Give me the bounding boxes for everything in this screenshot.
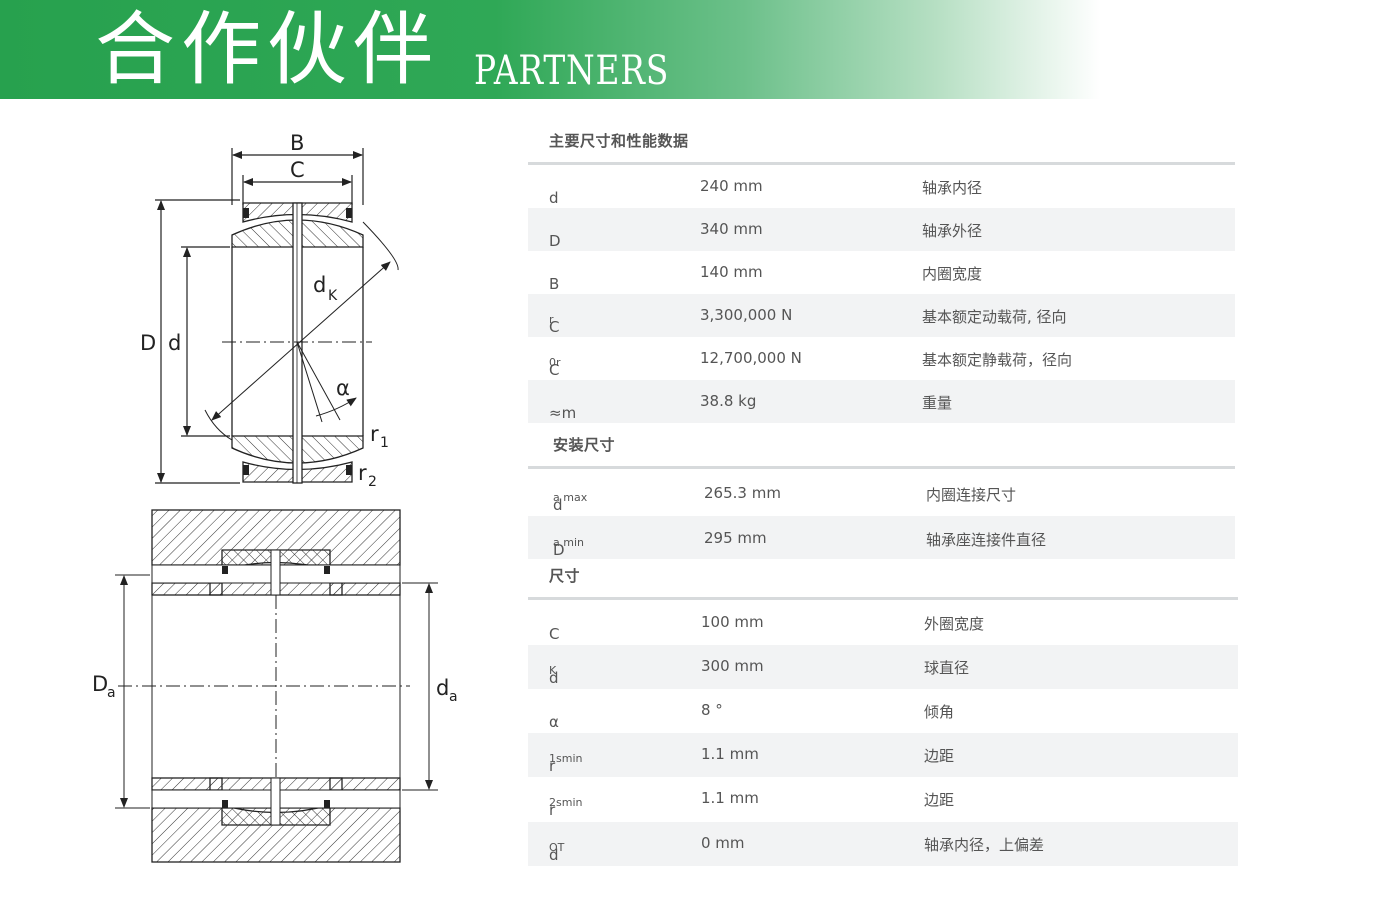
row-value: 240 mm	[700, 177, 763, 195]
row-symbol: r	[549, 801, 556, 819]
row-value: 8 °	[701, 701, 723, 719]
row-value: 100 mm	[701, 613, 764, 631]
row-symbol: D	[549, 232, 561, 250]
row-value: 12,700,000 N	[700, 349, 802, 367]
row-symbol: d	[549, 669, 559, 687]
label-r2-sub: 2	[368, 474, 377, 490]
table-row: B 140 mm 内圈宽度	[528, 251, 1235, 294]
label-dK-sub: K	[328, 288, 338, 304]
section-divider	[528, 162, 1235, 165]
label-da: d	[436, 676, 449, 700]
label-C: C	[290, 158, 305, 182]
row-symbol-sub: OT	[549, 841, 565, 854]
row-value: 300 mm	[701, 657, 764, 675]
row-value: 295 mm	[704, 529, 767, 547]
row-description: 基本额定动载荷, 径向	[922, 308, 1067, 326]
section-title-main: 主要尺寸和性能数据	[549, 132, 689, 150]
row-value: 340 mm	[700, 220, 763, 238]
header-banner: 合作伙伴 PARTNERS	[0, 0, 1376, 99]
row-value: 38.8 kg	[700, 392, 757, 410]
row-description: 轴承内径，上偏差	[924, 836, 1045, 854]
row-symbol-sub: a max	[553, 491, 588, 504]
row-description: 边距	[924, 791, 955, 809]
section-divider	[528, 597, 1238, 600]
bearing-drawing: B C D d d K α r 1 r 2	[92, 131, 458, 863]
row-symbol: B	[549, 275, 560, 293]
row-symbol: C	[549, 361, 560, 379]
label-r2: r	[358, 461, 367, 485]
label-Da: D	[92, 672, 108, 696]
row-description: 内圈连接尺寸	[926, 486, 1017, 504]
table-row: D 340 mm 轴承外径	[528, 208, 1235, 251]
row-symbol: α	[549, 713, 559, 731]
row-symbol-sub: 0r	[549, 356, 561, 369]
row-description: 内圈宽度	[922, 265, 983, 283]
row-symbol: C	[549, 318, 560, 336]
row-value: 1.1 mm	[701, 789, 759, 807]
label-d: d	[168, 331, 181, 355]
row-value: 3,300,000 N	[700, 306, 793, 324]
row-description: 轴承外径	[922, 222, 983, 240]
section-divider	[528, 466, 1235, 469]
row-symbol: r	[549, 757, 556, 775]
row-description: 轴承内径	[922, 179, 983, 197]
banner-title-en: PARTNERS	[474, 48, 670, 94]
row-symbol-sub: K	[549, 664, 557, 677]
row-description: 轴承座连接件直径	[926, 531, 1047, 549]
label-r1-sub: 1	[380, 435, 389, 451]
row-value: 265.3 mm	[704, 484, 781, 502]
section-title-dimensions: 尺寸	[549, 567, 581, 585]
table-row: α 8 ° 倾角	[528, 689, 1238, 733]
row-description: 边距	[924, 747, 955, 765]
row-value: 0 mm	[701, 834, 745, 852]
row-symbol: C	[549, 625, 560, 643]
row-symbol: d	[553, 496, 563, 514]
row-symbol-sub: r	[549, 313, 554, 326]
section-title-mounting: 安装尺寸	[553, 436, 616, 454]
row-symbol: D	[553, 541, 565, 559]
row-description: 球直径	[924, 659, 970, 677]
label-dK: d	[313, 273, 326, 297]
banner-title-cn: 合作伙伴	[95, 3, 439, 96]
row-symbol: d	[549, 846, 559, 864]
table-row: ≈m 38.8 kg 重量	[528, 380, 1235, 423]
label-r1: r	[370, 422, 379, 446]
row-symbol: ≈m	[549, 404, 577, 422]
row-symbol-sub: a min	[553, 536, 584, 549]
label-B: B	[290, 131, 304, 155]
label-alpha: α	[336, 376, 350, 400]
row-description: 重量	[922, 394, 953, 412]
row-symbol-sub: 1smin	[549, 752, 583, 765]
label-da-sub: a	[449, 689, 458, 705]
row-symbol-sub: 2smin	[549, 796, 583, 809]
row-description: 倾角	[924, 703, 955, 721]
row-value: 1.1 mm	[701, 745, 759, 763]
label-Da-sub: a	[107, 685, 116, 701]
table-row: d 240 mm 轴承内径	[528, 165, 1235, 208]
table-row: C 100 mm 外圈宽度	[528, 601, 1238, 644]
label-D: D	[140, 331, 156, 355]
row-description: 基本额定静载荷，径向	[922, 351, 1073, 369]
row-symbol: d	[549, 189, 559, 207]
row-description: 外圈宽度	[924, 615, 985, 633]
row-value: 140 mm	[700, 263, 763, 281]
